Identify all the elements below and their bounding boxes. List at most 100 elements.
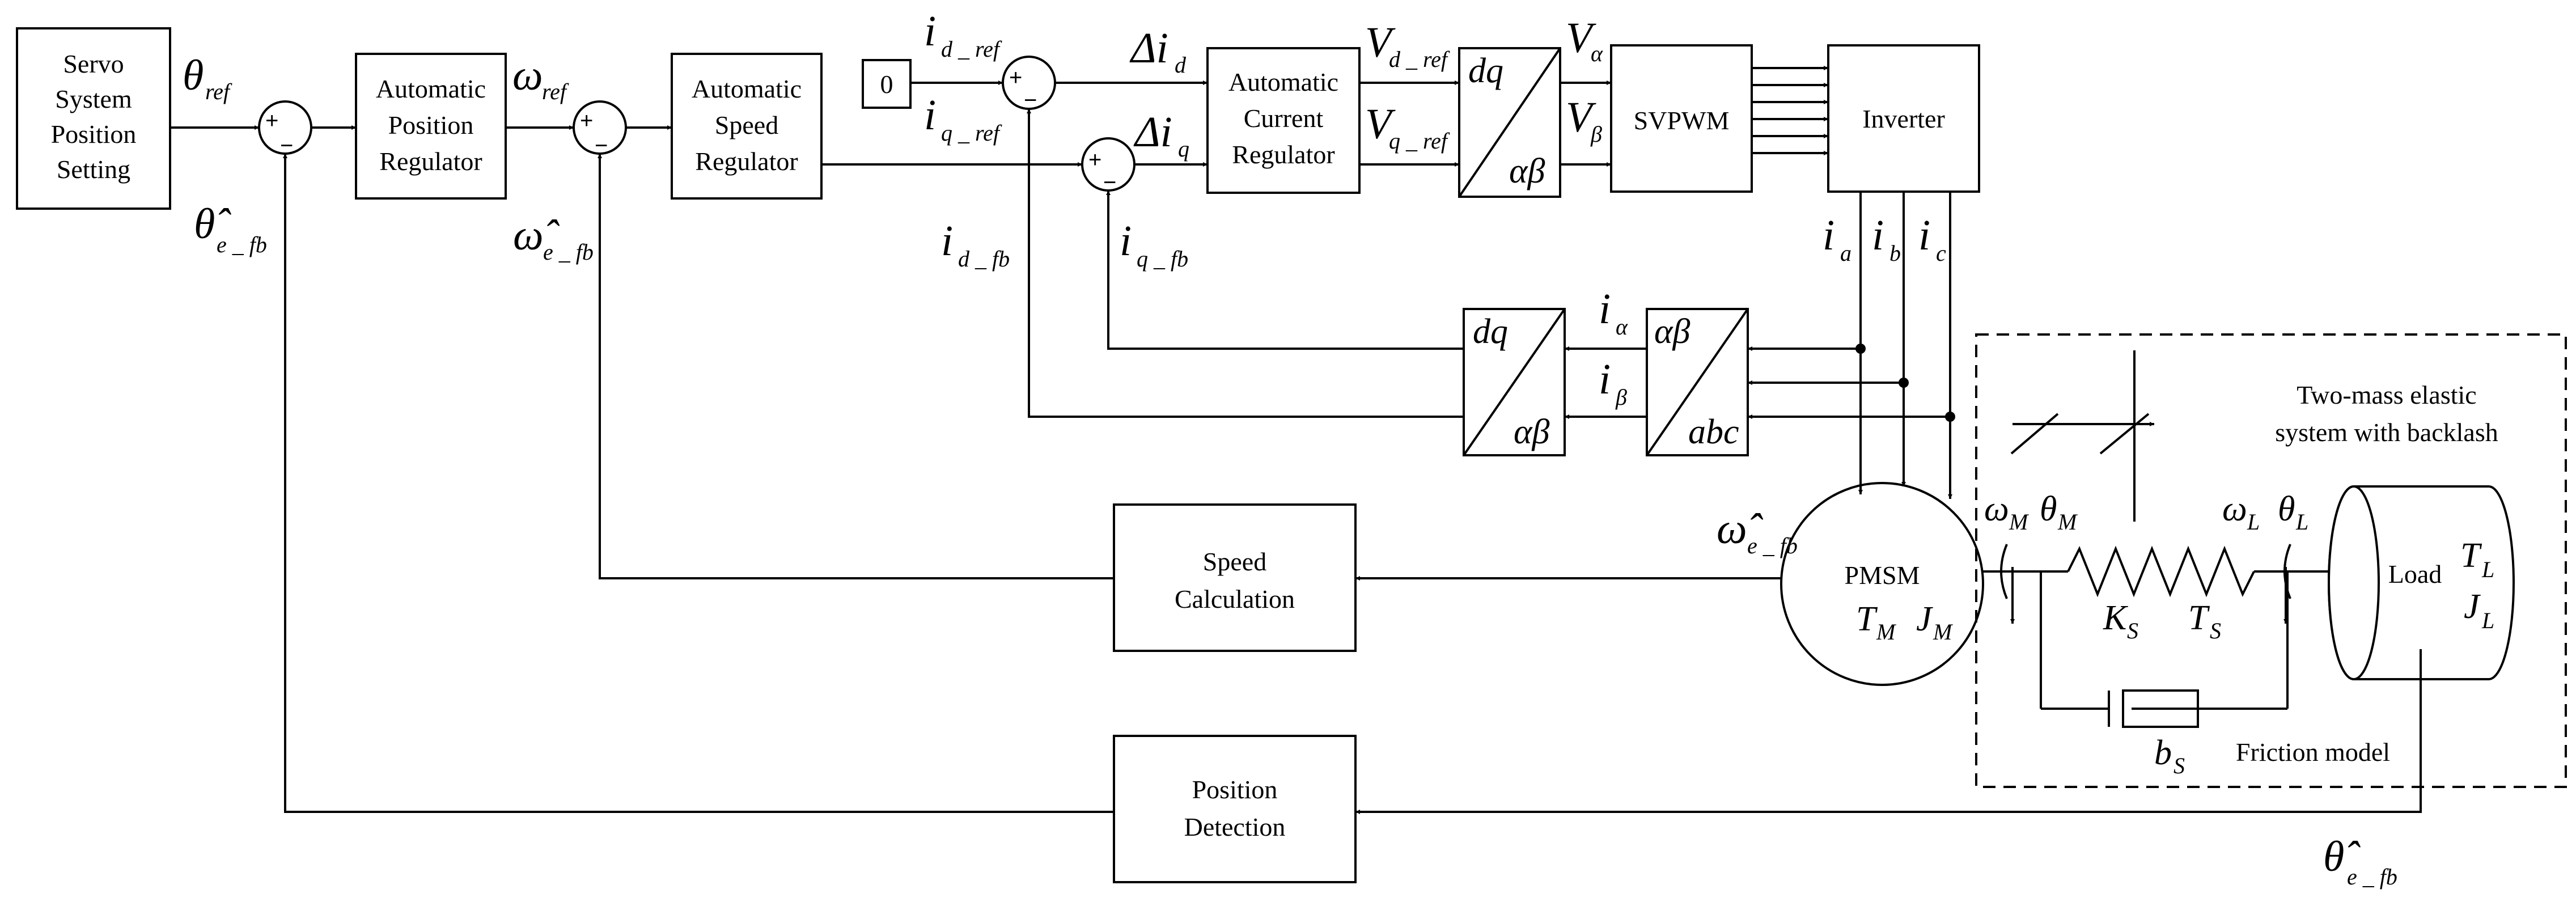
asr-label-1: Automatic (692, 74, 802, 103)
iq-fb-symbol: i (1120, 217, 1132, 265)
pmsm-motor: PMSM T M J M (1780, 482, 1984, 686)
theta-ref-symbol: θ (183, 52, 204, 99)
dq-label-fb: dq (1473, 312, 1508, 351)
position-detection-block: Position Detection (1113, 735, 1357, 883)
friction-label: Friction model (2236, 738, 2390, 767)
omega-l-sub: L (2247, 509, 2260, 535)
ia-sub: a (1840, 240, 1852, 266)
jl-symbol: J (2464, 587, 2481, 626)
inverter-block: Inverter (1827, 44, 1980, 193)
dq-to-alphabeta-block: dq αβ (1458, 47, 1561, 198)
speed-calc-label-2: Calculation (1175, 585, 1295, 613)
alphabeta-label-clarke: αβ (1654, 312, 1690, 351)
pos-det-label-2: Detection (1184, 812, 1286, 841)
sum1-minus: − (280, 133, 293, 158)
theta-l-symbol: θ (2278, 490, 2295, 528)
speed-calculation-block: Speed Calculation (1113, 503, 1357, 652)
ialpha-sub: α (1616, 314, 1628, 340)
id-ref-sub: d _ ref (941, 36, 1002, 62)
two-mass-label-1: Two-mass elastic (2297, 380, 2476, 409)
tm-sub: M (1876, 619, 1897, 645)
sum3-plus: + (1009, 65, 1022, 90)
vd-ref-sub: d _ ref (1389, 46, 1450, 72)
omega-ref-symbol: ω (512, 52, 543, 99)
omega-ref-sub: ref (542, 79, 569, 104)
signal-wires (170, 66, 2422, 814)
omega-fb-sub-1: e _ fb (543, 239, 594, 265)
valpha-sub: α (1591, 41, 1603, 66)
acr-label-3: Regulator (1232, 140, 1334, 169)
backlash-symbol (2010, 350, 2154, 522)
servo-label-1: Servo (63, 49, 124, 78)
asr-label-3: Regulator (695, 147, 798, 176)
abc-label: abc (1688, 413, 1739, 451)
omega-m-sub: M (2009, 509, 2030, 535)
vbeta-sub: β (1590, 121, 1602, 147)
svpwm-block: SVPWM (1610, 44, 1753, 193)
servo-setting-block: Servo System Position Setting (16, 27, 171, 210)
sum2-minus: − (595, 133, 608, 158)
delta-id-sub: d (1175, 52, 1187, 78)
vq-ref-sub: q _ ref (1389, 128, 1450, 154)
acr-label-2: Current (1244, 104, 1324, 133)
position-regulator-block: Automatic Position Regulator (355, 53, 507, 200)
apr-label-3: Regulator (379, 147, 482, 176)
alphabeta-abc-block: αβ abc (1646, 308, 1749, 456)
sum2-plus: + (580, 108, 593, 133)
delta-id-symbol: Δi (1129, 24, 1168, 72)
two-mass-system-frame: Two-mass elastic system with backlash (1975, 333, 2567, 788)
id-ref-symbol: i (924, 7, 936, 55)
iq-ref-symbol: i (924, 91, 936, 139)
alphabeta-label-top: αβ (1509, 152, 1545, 190)
servo-label-4: Setting (57, 155, 130, 184)
jl-sub: L (2481, 608, 2494, 633)
asr-label-2: Speed (715, 111, 778, 139)
vq-ref-symbol: V (1365, 100, 1396, 148)
ibeta-symbol: i (1599, 355, 1611, 403)
ts-symbol: T (2188, 599, 2210, 637)
ibeta-sub: β (1615, 384, 1627, 410)
ia-symbol: i (1823, 211, 1834, 259)
ks-sub: S (2127, 618, 2138, 643)
theta-fb-sub-1: e _ fb (217, 232, 267, 257)
bs-sub: S (2174, 753, 2185, 778)
apr-label-2: Position (388, 111, 474, 139)
ts-sub: S (2210, 618, 2221, 643)
sum-junction-iq: + − (1081, 137, 1136, 195)
jm-symbol: J (1916, 600, 1933, 638)
valpha-symbol: V (1566, 14, 1596, 62)
zero-block: 0 (862, 59, 912, 109)
omega-l-symbol: ω (2222, 490, 2247, 528)
tl-sub: L (2481, 557, 2494, 582)
ic-sub: c (1936, 240, 1946, 266)
load-label: Load (2388, 560, 2442, 588)
ialpha-symbol: i (1599, 285, 1611, 333)
dq-label-top: dq (1468, 52, 1503, 90)
apr-label-1: Automatic (376, 74, 486, 103)
zero-label: 0 (880, 70, 893, 99)
theta-ref-sub: ref (205, 79, 232, 104)
sum-junction-id: + − (1002, 56, 1056, 113)
speed-calc-label-1: Speed (1203, 547, 1266, 576)
ic-symbol: i (1918, 211, 1930, 259)
bs-symbol: b (2154, 734, 2172, 772)
theta-m-symbol: θ (2040, 490, 2057, 528)
svpwm-label: SVPWM (1634, 106, 1730, 135)
iq-ref-sub: q _ ref (941, 120, 1002, 146)
load-cylinder: Load T L J L (2328, 485, 2515, 680)
tl-symbol: T (2460, 536, 2482, 575)
spring-damper (1983, 544, 2330, 728)
jm-sub: M (1933, 619, 1954, 645)
sum3-minus: − (1024, 88, 1037, 113)
sum1-plus: + (265, 108, 278, 133)
current-regulator-block: Automatic Current Regulator (1206, 47, 1361, 194)
inverter-label: Inverter (1862, 104, 1945, 133)
tm-symbol: T (1856, 600, 1878, 638)
vbeta-symbol: V (1566, 94, 1596, 141)
sum4-minus: − (1103, 170, 1116, 195)
delta-iq-symbol: Δi (1133, 108, 1172, 156)
servo-label-2: System (55, 84, 132, 113)
pos-det-label-1: Position (1192, 775, 1278, 804)
pmsm-label: PMSM (1845, 561, 1920, 590)
